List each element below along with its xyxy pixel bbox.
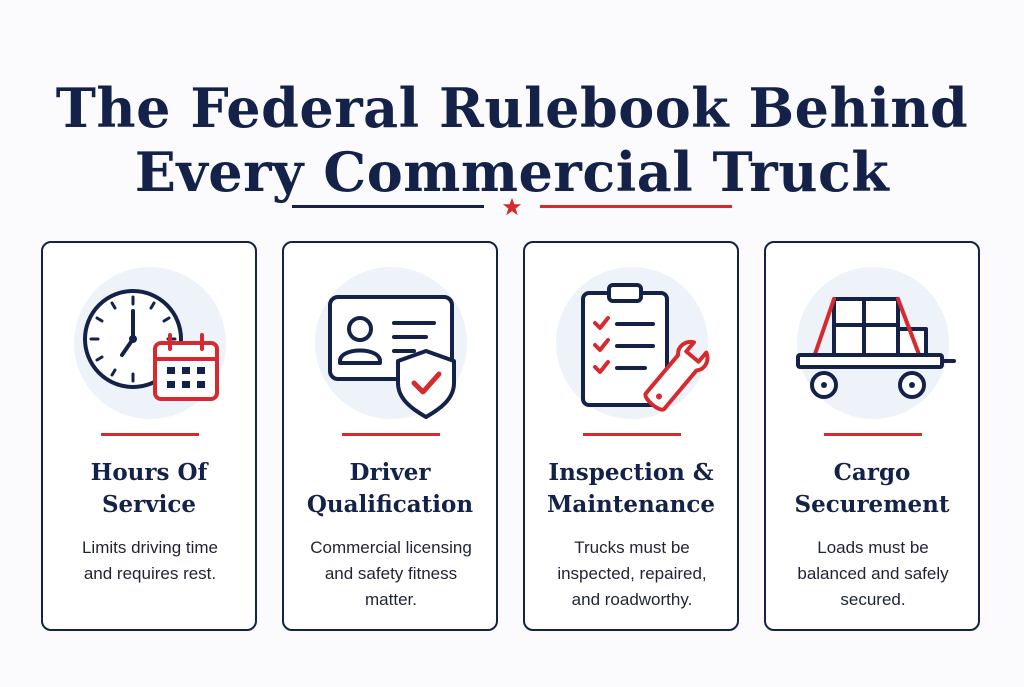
card-inspection-maintenance: Inspection & Maintenance Trucks must be … (523, 241, 739, 631)
card-heading: Driver Qualification (292, 457, 488, 521)
card-description: Trucks must be inspected, repaired, and … (539, 535, 725, 613)
clock-calendar-icon (83, 289, 219, 401)
card-hours-of-service: Hours Of Service Limits driving time and… (41, 241, 257, 631)
card-heading-line: Service (101, 491, 197, 518)
card-heading-line: Securement (794, 491, 950, 518)
card-description-line: balanced and safely (797, 564, 949, 583)
card-description-line: and requires rest. (83, 564, 217, 583)
card-description-line: Limits driving time (81, 538, 219, 557)
page-title: The Federal Rulebook Behind Every Commer… (0, 76, 1024, 204)
card-description-line: and safety fitness (324, 564, 458, 583)
card-heading-line: Qualification (306, 491, 474, 518)
secured-cargo-trailer-icon (796, 297, 956, 399)
card-description-line: inspected, repaired, (557, 564, 707, 583)
card-description: Limits driving time and requires rest. (57, 535, 243, 587)
title-line-1: The Federal Rulebook Behind (55, 76, 969, 141)
card-description-line: Loads must be (817, 538, 929, 557)
card-accent-rule (583, 433, 681, 436)
card-description-line: Commercial licensing (310, 538, 472, 557)
card-accent-rule (342, 433, 440, 436)
card-description-line: matter. (365, 590, 417, 609)
card-heading-line: Hours Of (90, 459, 208, 486)
star-icon (502, 197, 522, 216)
card-description-line: and roadworthy. (571, 590, 693, 609)
card-heading: Cargo Securement (774, 457, 970, 521)
id-card-shield-icon (328, 295, 456, 419)
title-line-2: Every Commercial Truck (134, 140, 890, 205)
checklist-wrench-icon (581, 283, 710, 412)
card-heading: Inspection & Maintenance (533, 457, 729, 521)
card-heading-line: Cargo (833, 459, 911, 486)
card-heading-line: Maintenance (546, 491, 716, 518)
divider-rule-left (292, 205, 484, 208)
card-description: Commercial licensing and safety fitness … (298, 535, 484, 613)
card-heading: Hours Of Service (51, 457, 247, 521)
card-heading-line: Inspection & (548, 459, 714, 486)
card-heading-line: Driver (349, 459, 431, 486)
title-divider (0, 196, 1024, 216)
divider-rule-right (540, 205, 732, 208)
card-description-line: Trucks must be (574, 538, 690, 557)
card-driver-qualification: Driver Qualification Commercial licensin… (282, 241, 498, 631)
card-cargo-securement: Cargo Securement Loads must be balanced … (764, 241, 980, 631)
card-description: Loads must be balanced and safely secure… (780, 535, 966, 613)
card-accent-rule (824, 433, 922, 436)
card-accent-rule (101, 433, 199, 436)
card-description-line: secured. (840, 590, 906, 609)
